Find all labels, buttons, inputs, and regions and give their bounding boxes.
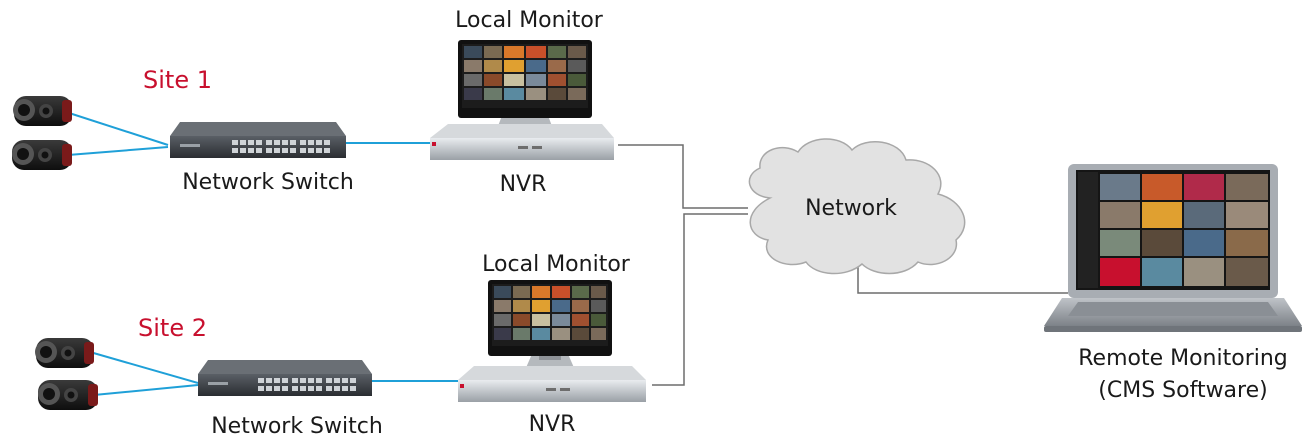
- monitor-icon: [488, 280, 612, 370]
- site-1-label: Site 1: [143, 66, 212, 94]
- local-monitor-2-label: Local Monitor: [482, 252, 630, 277]
- cloud-icon: [748, 138, 966, 275]
- remote-monitoring-label: Remote Monitoring: [1078, 346, 1288, 371]
- nvr-icon: [430, 124, 614, 160]
- network-switch-icon: [198, 360, 372, 396]
- camera-icon: [38, 380, 98, 410]
- network-switch-1-label: Network Switch: [182, 170, 354, 195]
- laptop-icon: [1044, 164, 1302, 332]
- monitor-icon: [458, 40, 592, 126]
- camera-icon: [13, 96, 72, 126]
- nvr-icon: [458, 366, 646, 402]
- nvr-1-label: NVR: [499, 172, 547, 197]
- cms-software-label: (CMS Software): [1098, 378, 1268, 403]
- nvr-2-label: NVR: [528, 412, 576, 437]
- camera-icon: [12, 140, 72, 170]
- local-monitor-1-label: Local Monitor: [455, 8, 603, 33]
- network-label: Network: [805, 196, 897, 221]
- camera-icon: [35, 338, 94, 368]
- network-links: [618, 144, 1068, 386]
- site-2-label: Site 2: [138, 314, 207, 342]
- network-switch-icon: [170, 122, 346, 158]
- network-switch-2-label: Network Switch: [211, 414, 383, 439]
- camera-links: [65, 111, 458, 396]
